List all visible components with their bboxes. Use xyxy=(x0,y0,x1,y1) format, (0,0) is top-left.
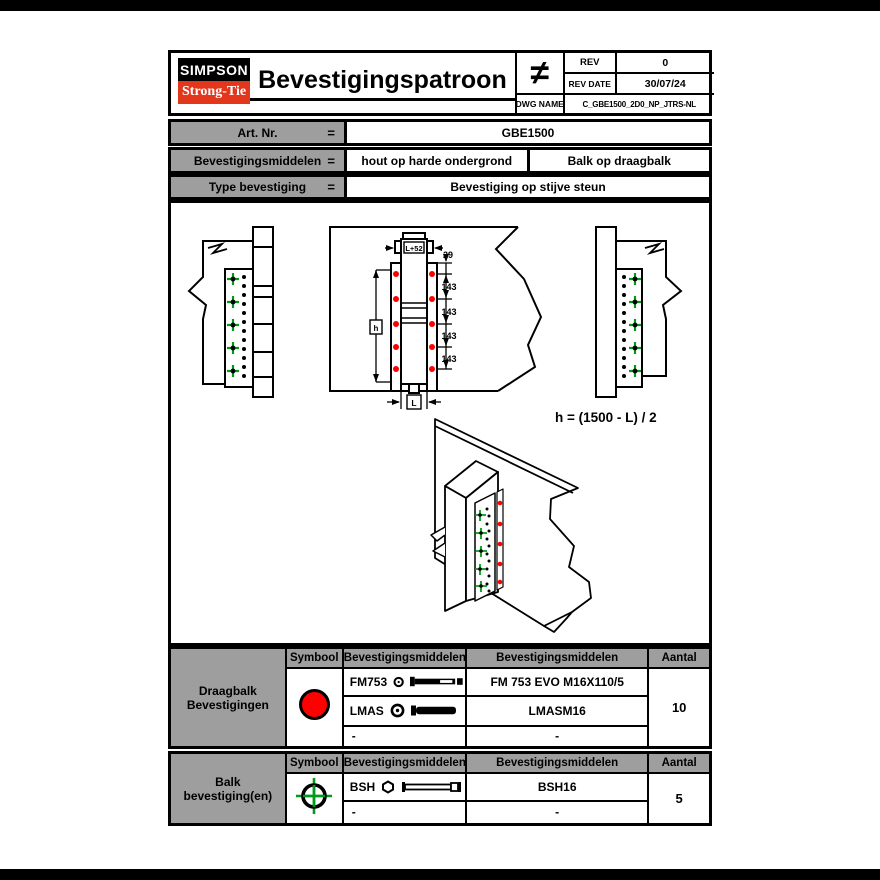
dim-edge-label: 29 xyxy=(443,250,453,260)
rev-label: REV xyxy=(562,53,615,74)
right-side-view xyxy=(595,226,683,398)
lmas-product: LMASM16 xyxy=(465,694,650,727)
col-header-middelen-2: Bevestigingsmiddelen xyxy=(465,646,650,669)
art-nr-label-cell: Art. Nr. = xyxy=(171,122,347,143)
revision-block: ≠ REV 0 REV DATE 30/07/24 DWG NAME C_GBE… xyxy=(514,53,714,113)
front-view: L+52 h xyxy=(329,226,543,410)
type-value: Bevestiging op stijve steun xyxy=(450,180,606,194)
rev-date-value: 30/07/24 xyxy=(614,74,714,95)
draagbalk-table: Draagbalk Bevestigingen Symbool Bevestig… xyxy=(168,646,712,749)
art-nr-row: Art. Nr. = GBE1500 xyxy=(168,119,712,146)
middelen-label: Bevestigingsmiddelen xyxy=(193,153,322,168)
fm753-product: FM 753 EVO M16X110/5 xyxy=(465,666,650,697)
fm753-code: FM753 xyxy=(349,674,388,689)
equals-sign: = xyxy=(327,153,335,168)
brand-simpson: SIMPSON xyxy=(178,58,251,81)
dim-width-label: L xyxy=(411,398,416,408)
col-header-middelen-2: Bevestigingsmiddelen xyxy=(465,751,650,774)
bsh-code: BSH xyxy=(349,779,376,794)
crosshair-symbol-icon xyxy=(296,777,333,814)
col-header-middelen-1: Bevestigingsmiddelen xyxy=(341,751,468,774)
draagbalk-dash-product: - xyxy=(465,724,650,749)
bottom-border-bar xyxy=(0,869,880,880)
page-title: Bevestigingspatroon xyxy=(250,66,515,101)
bevestigingsmiddelen-row: Bevestigingsmiddelen = hout op harde ond… xyxy=(168,147,712,174)
fm753-bolt-icon xyxy=(410,676,464,687)
drawing-area: L+52 h xyxy=(168,200,712,646)
col-header-middelen-1: Bevestigingsmiddelen xyxy=(341,646,468,669)
height-formula: h = (1500 - L) / 2 xyxy=(555,410,657,425)
not-equal-icon: ≠ xyxy=(514,53,563,95)
lmas-washer-icon xyxy=(390,703,405,718)
lmas-anchor-icon xyxy=(410,705,456,716)
col-header-symbool: Symbool xyxy=(284,751,344,774)
middelen-value-2: Balk op draagbalk xyxy=(526,150,710,171)
brand-strongtie: Strong-Tie xyxy=(178,81,251,104)
balk-name-cell: Balk bevestiging(en) xyxy=(168,751,287,826)
draagbalk-aantal: 10 xyxy=(647,666,712,749)
left-side-view xyxy=(187,226,274,398)
dim-spacing-label: 143 xyxy=(441,282,456,292)
col-header-symbool: Symbool xyxy=(284,646,344,669)
lmas-cell: LMAS xyxy=(341,694,468,727)
balk-table: Balk bevestiging(en) Symbool Bevestiging… xyxy=(168,751,712,826)
balk-dash-product: - xyxy=(465,799,650,826)
dim-spacing-label: 143 xyxy=(441,307,456,317)
rev-date-label: REV DATE xyxy=(562,74,615,95)
dwg-name-label: DWG NAME xyxy=(514,95,563,113)
dim-spacing-label: 143 xyxy=(441,331,456,341)
type-label: Type bevestiging xyxy=(208,180,307,194)
isometric-view xyxy=(430,418,592,633)
art-nr-label: Art. Nr. xyxy=(237,125,278,140)
rev-value: 0 xyxy=(614,53,714,74)
balk-dash-code: - xyxy=(341,799,468,826)
balk-aantal: 5 xyxy=(647,771,712,826)
bsh-cell: BSH xyxy=(341,771,468,802)
bsh-rod-icon xyxy=(402,781,462,792)
top-border-bar xyxy=(0,0,880,11)
balk-symbol-cell xyxy=(284,771,344,826)
simpson-strongtie-logo: SIMPSON Strong-Tie xyxy=(178,58,251,108)
fm753-washer-icon xyxy=(393,676,404,687)
middelen-label-cell: Bevestigingsmiddelen = xyxy=(171,150,347,171)
bsh-nut-icon xyxy=(382,779,395,794)
dwg-name-value: C_GBE1500_2D0_NP_JTRS-NL xyxy=(562,95,714,113)
type-bevestiging-row: Type bevestiging = Bevestiging op stijve… xyxy=(168,174,712,200)
type-label-cell: Type bevestiging = xyxy=(171,177,347,197)
lmas-code: LMAS xyxy=(349,703,384,718)
col-header-aantal: Aantal xyxy=(647,646,712,669)
draagbalk-name-cell: Draagbalk Bevestigingen xyxy=(168,646,287,749)
fm753-cell: FM753 xyxy=(341,666,468,697)
middelen-value-1: hout op harde ondergrond xyxy=(361,153,513,168)
dim-top-label: L+52 xyxy=(405,244,422,253)
bsh-product: BSH16 xyxy=(465,771,650,802)
art-nr-value: GBE1500 xyxy=(501,125,555,140)
dim-spacing-label: 143 xyxy=(441,354,456,364)
title-block: SIMPSON Strong-Tie Bevestigingspatroon ≠… xyxy=(168,50,714,116)
draagbalk-symbol-cell xyxy=(284,666,344,749)
dim-height-label: h xyxy=(374,324,379,333)
equals-sign: = xyxy=(327,125,335,140)
col-header-aantal: Aantal xyxy=(647,751,712,774)
equals-sign: = xyxy=(327,179,335,195)
draagbalk-dash-code: - xyxy=(341,724,468,749)
red-dot-symbol-icon xyxy=(298,689,330,721)
